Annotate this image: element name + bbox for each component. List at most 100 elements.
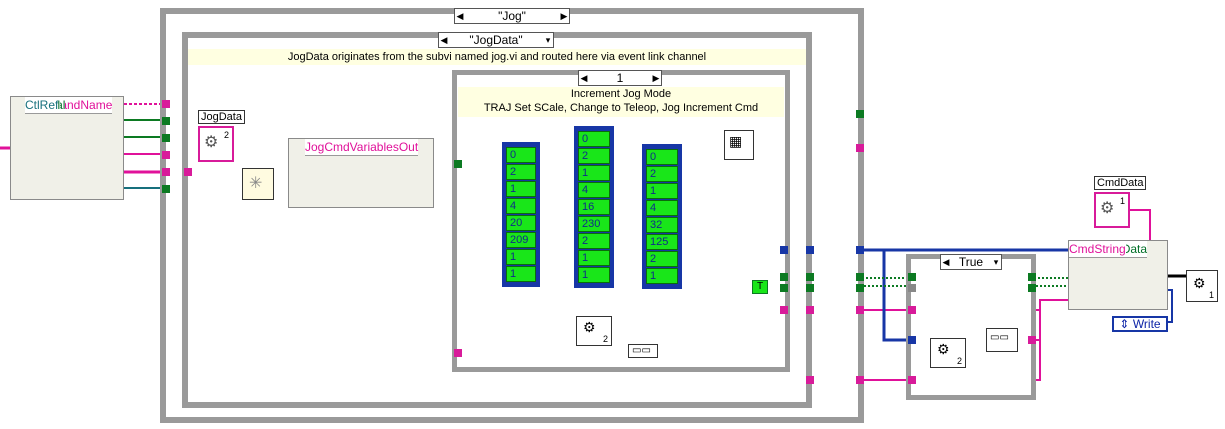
tunnel (908, 273, 916, 281)
dropdown-arrow[interactable]: ▾ (545, 35, 551, 45)
tunnel (780, 246, 788, 254)
tunnel (806, 273, 814, 281)
variant-to-data-node[interactable]: ✳ (242, 168, 274, 200)
tunnel (908, 284, 916, 292)
tunnel (780, 273, 788, 281)
array-element[interactable]: 0 (646, 149, 678, 165)
increment-comment-line2: TRAJ Set SCale, Change to Teleop, Jog In… (483, 102, 759, 114)
tunnel (1028, 284, 1036, 292)
true-constant[interactable]: T (752, 280, 768, 294)
unbundle-jogdata[interactable]: ContIncrJogActiveIncrScaleValueJogCmdVar… (288, 138, 434, 208)
array-element[interactable]: 2 (506, 164, 536, 180)
write-subvi-badge: 1 (1208, 290, 1214, 300)
true-constant-text: T (756, 281, 764, 292)
true-case-structure (906, 254, 1036, 400)
array-element[interactable]: 0 (506, 147, 536, 163)
write-subvi[interactable]: ⚙ 1 (1186, 270, 1218, 302)
jogdata-case-selector[interactable]: ◀ "JogData" ▾ (438, 32, 554, 48)
terminal-ctlref[interactable]: CtlRef (25, 97, 59, 114)
array-element[interactable]: 1 (646, 268, 678, 284)
array-element[interactable]: 2 (578, 233, 610, 249)
variant-icon: ✳ (249, 175, 263, 192)
array-element[interactable]: 2 (578, 148, 610, 164)
array-element[interactable]: 4 (578, 182, 610, 198)
array-element[interactable]: 20 (506, 215, 536, 231)
dropdown-arrow-icon: ⇕ (1119, 317, 1130, 331)
array-element[interactable]: 230 (578, 216, 610, 232)
gauge-icon: ⚙ (1100, 200, 1115, 217)
prev-case-arrow[interactable]: ◀ (456, 11, 464, 21)
array-element[interactable]: 16 (578, 199, 610, 215)
increment-subvi-badge: 2 (602, 334, 608, 344)
jogdata-variable[interactable]: ⚙ 2 (198, 126, 234, 162)
increment-case-selector[interactable]: ◀ 1 ▶ (578, 70, 662, 86)
write-ring[interactable]: ⇕ Write (1112, 316, 1168, 332)
prev-case-arrow[interactable]: ◀ (440, 35, 448, 45)
tunnel (162, 100, 170, 108)
array-element[interactable]: 2 (646, 166, 678, 182)
subvi-icon: ⚙ (583, 319, 596, 335)
next-case-arrow[interactable]: ▶ (560, 11, 568, 21)
array-element[interactable]: 209 (506, 232, 536, 248)
array-element[interactable]: 1 (578, 267, 610, 283)
tunnel (162, 151, 170, 159)
array-element[interactable]: 125 (646, 234, 678, 250)
terminal-jogcmdvariablesout[interactable]: JogCmdVariablesOut (305, 139, 419, 156)
tunnel (856, 306, 864, 314)
array-element[interactable]: 32 (646, 217, 678, 233)
tunnel (856, 246, 864, 254)
next-case-arrow[interactable]: ▶ (652, 73, 660, 83)
array-element[interactable]: 1 (578, 250, 610, 266)
array-element[interactable]: 0 (578, 131, 610, 147)
jogdata-badge: 2 (223, 130, 229, 140)
array-element[interactable]: 1 (578, 165, 610, 181)
tunnel (908, 376, 916, 384)
cmddata-label: CmdData (1094, 176, 1147, 190)
tunnel (908, 306, 916, 314)
event-data-node[interactable]: CommandNameNewValOldValIDDataCtlRef (10, 96, 124, 200)
array-element[interactable]: 4 (506, 198, 536, 214)
dropdown-arrow[interactable]: ▾ (993, 257, 999, 267)
increment-subvi[interactable]: ⚙ 2 (576, 316, 612, 346)
array-element[interactable]: 1 (506, 249, 536, 265)
tunnel (806, 284, 814, 292)
tunnel (856, 273, 864, 281)
cmddata-variable[interactable]: ⚙ 1 (1094, 192, 1130, 228)
array-element[interactable]: 1 (646, 183, 678, 199)
write-ring-value: Write (1132, 317, 1161, 331)
tunnel (162, 185, 170, 193)
tunnel (908, 336, 916, 344)
array-element[interactable]: 1 (506, 266, 536, 282)
bundle-cmddata[interactable]: CmdDataCmdEnableUseStringDataCmdString (1068, 240, 1168, 310)
tunnel (780, 306, 788, 314)
wire-cmddata-label (1128, 209, 1151, 240)
event-case-selector[interactable]: ◀ "Jog" ▶ (454, 8, 570, 24)
true-case-subvi[interactable]: ⚙ 2 (930, 338, 966, 368)
gauge-icon: ⚙ (204, 134, 219, 151)
true-case-label: True (958, 255, 984, 269)
subvi-icon: ⚙ (1193, 275, 1206, 291)
tunnel (856, 144, 864, 152)
tunnel (162, 134, 170, 142)
bundle-node-increment[interactable]: ▭▭ (628, 344, 658, 358)
tunnel (806, 306, 814, 314)
bundle-icon: ▭▭ (990, 332, 1009, 343)
array-element[interactable]: 1 (506, 181, 536, 197)
prev-case-arrow[interactable]: ◀ (580, 73, 588, 83)
prev-case-arrow[interactable]: ◀ (942, 257, 950, 267)
tunnel (806, 246, 814, 254)
array-element[interactable]: 2 (646, 251, 678, 267)
terminal-cmdstring[interactable]: CmdString (1069, 241, 1126, 258)
cmddata-badge: 1 (1119, 196, 1125, 206)
tunnel (856, 110, 864, 118)
true-case-subvi-badge: 2 (956, 356, 962, 366)
tunnel (1028, 273, 1036, 281)
bundle-node-true[interactable]: ▭▭ (986, 328, 1018, 352)
build-array-node[interactable]: ▦ (724, 130, 754, 160)
jogdata-comment: JogData originates from the subvi named … (188, 49, 806, 65)
array-element[interactable]: 4 (646, 200, 678, 216)
true-case-selector[interactable]: ◀ True ▾ (940, 254, 1002, 270)
